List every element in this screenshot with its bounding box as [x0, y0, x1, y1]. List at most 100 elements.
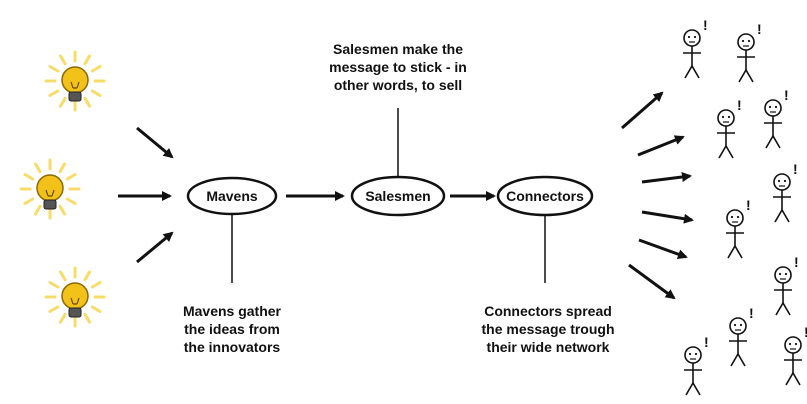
exclamation-mark: ! — [737, 97, 742, 113]
person-legs — [785, 371, 801, 386]
stick-figure-icon: ! — [683, 17, 708, 79]
stick-figure-icon: ! — [773, 161, 798, 223]
person-eye — [694, 352, 698, 356]
person-head — [726, 209, 744, 227]
stick-figure-icon: ! — [726, 197, 751, 259]
exclamation-mark: ! — [793, 161, 798, 177]
person-head — [784, 336, 802, 354]
person-head — [684, 346, 702, 364]
person-head — [683, 29, 701, 47]
person-head — [774, 266, 792, 284]
stick-figure-icon: ! — [737, 21, 762, 83]
arrow-connectors-to-people-1 — [621, 91, 664, 130]
person-eye — [778, 272, 782, 276]
light-ray — [59, 96, 67, 108]
lightbulb-icon — [44, 50, 106, 112]
light-ray — [34, 204, 42, 216]
stick-figure-icon: ! — [717, 97, 742, 159]
bulb-glass — [61, 66, 89, 94]
light-ray — [34, 162, 42, 174]
person-legs — [730, 352, 746, 367]
person-legs — [685, 381, 701, 396]
light-ray — [59, 270, 67, 282]
lightbulb-icon — [44, 266, 106, 328]
bulb-base — [68, 91, 82, 102]
salesmen-annotation: Salesmen make the message to stick - in … — [290, 40, 506, 94]
person-legs — [684, 64, 700, 79]
exclamation-mark: ! — [784, 87, 789, 103]
person-eye — [794, 342, 798, 346]
light-ray — [58, 204, 66, 216]
person-eye — [730, 215, 734, 219]
light-ray — [65, 197, 77, 205]
bulb-glass — [36, 174, 64, 202]
person-eye — [747, 39, 751, 43]
person-eye — [788, 342, 792, 346]
stick-figure-icon: ! — [764, 87, 789, 149]
person-legs — [765, 134, 781, 149]
arrow-bulb3-to-mavens — [136, 231, 174, 264]
salesmen-annotation-line-2: message to stick - in — [329, 59, 467, 75]
bulb-filament — [45, 189, 55, 197]
exclamation-mark: ! — [704, 334, 709, 350]
light-ray — [48, 281, 60, 289]
bulb-base — [43, 199, 57, 210]
light-ray — [23, 173, 35, 181]
salesmen-node-label: Salesmen — [365, 188, 430, 204]
person-eye — [721, 115, 725, 119]
light-ray — [23, 197, 35, 205]
person-eye — [768, 105, 772, 109]
arrow-bulb1-to-mavens — [136, 126, 174, 159]
person-head — [764, 99, 782, 117]
arrow-connectors-to-people-4 — [641, 210, 694, 224]
salesmen-annotation-line-1: Salesmen make the — [333, 41, 463, 57]
person-eye — [739, 323, 743, 327]
light-ray — [65, 173, 77, 181]
connectors-annotation: Connectors spread the message trough the… — [468, 302, 628, 356]
arrow-connectors-to-people-6 — [628, 263, 676, 300]
connectors-annotation-line-3: their wide network — [486, 339, 610, 355]
person-eye — [687, 35, 691, 39]
mavens-annotation-line-1: Mavens gather — [182, 303, 282, 319]
mavens-annotation-line-3: the innovators — [183, 339, 281, 355]
person-head — [729, 317, 747, 335]
light-ray — [90, 305, 102, 313]
person-head — [717, 109, 735, 127]
person-legs — [775, 301, 791, 316]
person-eye — [783, 179, 787, 183]
person-eye — [777, 179, 781, 183]
bulb-glass — [61, 282, 89, 310]
mavens-annotation-line-2: the ideas from — [184, 321, 280, 337]
stick-figure-icon: ! — [784, 324, 807, 386]
salesmen-annotation-line-3: other words, to sell — [333, 77, 463, 93]
people-group: !!!!!!!!!! — [683, 17, 807, 396]
mavens-node-label: Mavens — [206, 188, 258, 204]
person-legs — [727, 244, 743, 259]
person-eye — [736, 215, 740, 219]
person-legs — [718, 144, 734, 159]
bulb-filament — [70, 297, 80, 305]
arrow-connectors-to-people-3 — [641, 172, 692, 184]
light-ray — [48, 305, 60, 313]
exclamation-mark: ! — [703, 17, 708, 33]
exclamation-mark: ! — [794, 254, 799, 270]
person-eye — [774, 105, 778, 109]
lightbulb-group — [19, 50, 106, 328]
person-legs — [738, 68, 754, 83]
light-ray — [48, 89, 60, 97]
light-ray — [59, 54, 67, 66]
person-eye — [733, 323, 737, 327]
person-eye — [727, 115, 731, 119]
arrow-connectors-to-people-5 — [638, 238, 688, 259]
mavens-annotation: Mavens gather the ideas from the innovat… — [162, 302, 302, 356]
light-ray — [90, 89, 102, 97]
exclamation-mark: ! — [804, 324, 807, 340]
light-ray — [83, 312, 91, 324]
connectors-node-label: Connectors — [506, 188, 584, 204]
light-ray — [83, 54, 91, 66]
person-eye — [741, 39, 745, 43]
light-ray — [59, 312, 67, 324]
light-ray — [90, 65, 102, 73]
